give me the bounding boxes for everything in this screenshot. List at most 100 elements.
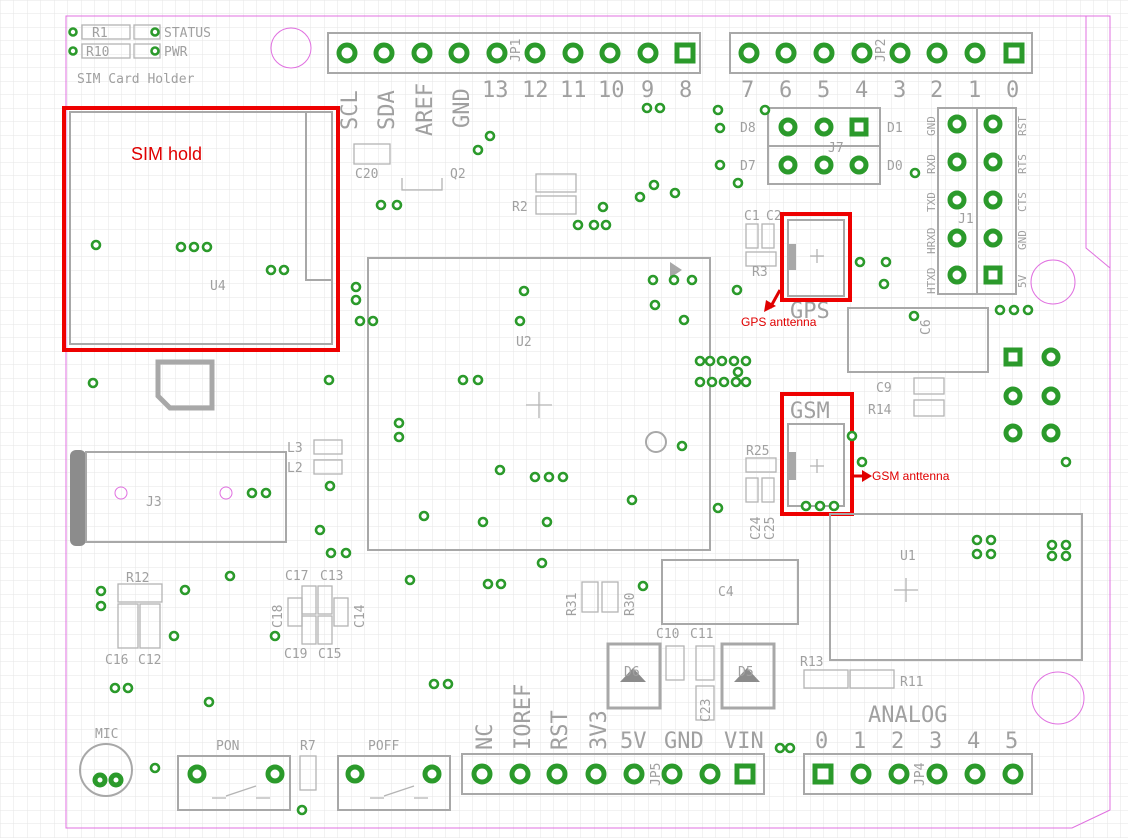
c23-label: C23 xyxy=(699,699,714,722)
gsm-highlight xyxy=(780,392,854,516)
poff-label: POFF xyxy=(368,739,399,754)
c6-label: C6 xyxy=(919,319,934,335)
r12-c16-c12: R12 C16 C12 xyxy=(105,571,163,668)
pin-a2-label: 2 xyxy=(891,729,904,754)
d5-label: D5 xyxy=(738,665,754,680)
pin-7-label: 7 xyxy=(741,78,754,103)
pin-13-label: 13 xyxy=(482,78,509,103)
c2-label: C2 xyxy=(766,209,782,224)
sim-hold-annotation: SIM hold xyxy=(131,144,202,164)
pin-0-label: 0 xyxy=(1006,78,1019,103)
r2-label: R2 xyxy=(512,200,528,215)
r14-label: R14 xyxy=(868,403,892,418)
pin-a5-label: 5 xyxy=(1005,729,1018,754)
pin-a1-label: 1 xyxy=(853,729,866,754)
gps-highlight xyxy=(780,212,852,302)
l3-label: L3 xyxy=(287,441,303,456)
pin-8-label: 8 xyxy=(679,78,692,103)
sim-notch xyxy=(155,359,215,411)
pin-6-label: 6 xyxy=(779,78,792,103)
u2-label: U2 xyxy=(516,335,532,350)
pin-12-label: 12 xyxy=(522,78,549,103)
c12-label: C12 xyxy=(138,653,161,668)
r12-label: R12 xyxy=(126,571,149,586)
poff-button-footprint: POFF xyxy=(337,739,451,811)
l2-label: L2 xyxy=(287,461,303,476)
r31-label: R31 xyxy=(565,593,580,616)
pin-3-label: 3 xyxy=(893,78,906,103)
c19-label: C19 xyxy=(284,647,307,662)
c6-c9-r14: C6 C9 R14 xyxy=(847,307,989,418)
c14-label: C14 xyxy=(353,604,368,628)
pin-3v3-label: 3V3 xyxy=(587,710,612,750)
j1-header: J1 GND RXD TXD HRXD HTXD RST RTS CTS GND… xyxy=(925,107,1029,295)
c11-label: C11 xyxy=(690,627,713,642)
icsp-label-5v: 5V xyxy=(1016,274,1029,288)
pin-2-label: 2 xyxy=(930,78,943,103)
r1-label: R1 xyxy=(92,26,108,41)
d1-label: D1 xyxy=(887,121,903,136)
j7-header: J7 D8 D7 D1 D0 xyxy=(740,107,903,185)
icsp-label-hrxd: HRXD xyxy=(925,228,938,255)
pin-gnd-label: GND xyxy=(450,88,475,128)
icsp-label-gnd-left: GND xyxy=(925,116,938,136)
u1-label: U1 xyxy=(900,549,916,564)
r31-r30-c4: R31 R30 C4 xyxy=(565,559,799,625)
gps-label: GPS xyxy=(790,299,830,324)
q2-label: Q2 xyxy=(450,167,466,182)
icsp-label-txd: TXD xyxy=(925,192,938,212)
icsp-label-rxd: RXD xyxy=(925,154,938,174)
icsp-label-gnd-right: GND xyxy=(1016,230,1029,250)
d8-label: D8 xyxy=(740,121,756,136)
icsp-label-htxd: HTXD xyxy=(925,268,938,295)
pin-nc-label: NC xyxy=(473,724,498,751)
r13-r11: R13 R11 xyxy=(800,655,923,690)
pon-label: PON xyxy=(216,739,239,754)
jp4-label: JP4 xyxy=(913,762,928,786)
pin-gnd-bottom-label: GND xyxy=(664,729,704,754)
header-jp5: JP5 NC IOREF RST 3V3 5V GND VIN xyxy=(461,684,765,795)
pin-ioref-label: IOREF xyxy=(511,684,536,750)
r10-label: R10 xyxy=(86,45,109,60)
icsp-label-rst: RST xyxy=(1016,116,1029,136)
c9-label: C9 xyxy=(876,381,892,396)
d6-d5-caps: D6 D5 C10 C11 C23 xyxy=(606,627,776,722)
pin-5-label: 5 xyxy=(817,78,830,103)
c1-label: C1 xyxy=(744,209,760,224)
status-label: STATUS xyxy=(164,26,211,41)
icsp-label-rts: RTS xyxy=(1016,154,1029,174)
r3-label: R3 xyxy=(752,265,768,280)
pin-a4-label: 4 xyxy=(967,729,980,754)
r7-label: R7 xyxy=(300,739,316,754)
jp5-label: JP5 xyxy=(649,763,664,786)
pin-vin-label: VIN xyxy=(724,729,764,754)
gsm-connector: GSM R25 C24 C25 xyxy=(745,399,845,540)
right-header xyxy=(1003,347,1061,443)
pin-a0-label: 0 xyxy=(815,729,828,754)
c20-label: C20 xyxy=(355,167,378,182)
c18-label: C18 xyxy=(271,605,286,628)
pin-5v-label: 5V xyxy=(620,729,647,754)
c17-label: C17 xyxy=(285,569,308,584)
jp2-label: JP2 xyxy=(874,39,889,62)
analog-title: ANALOG xyxy=(868,703,947,728)
c10-label: C10 xyxy=(656,627,679,642)
vias xyxy=(87,102,1072,816)
c25-label: C25 xyxy=(763,517,778,540)
u1-module: U1 xyxy=(829,513,1083,661)
sim-holder-footprint: U4 xyxy=(69,111,333,345)
sim-card-holder-label: SIM Card Holder xyxy=(77,72,195,87)
header-jp2: JP2 7 6 5 4 3 2 1 0 xyxy=(729,32,1033,103)
u4-label: U4 xyxy=(210,279,226,294)
c24-label: C24 xyxy=(749,516,764,540)
c13-label: C13 xyxy=(320,569,343,584)
pin-aref-label: AREF xyxy=(413,83,438,136)
r13-label: R13 xyxy=(800,655,823,670)
status-leds: R1 R10 STATUS PWR SIM Card Holder xyxy=(68,24,211,87)
d6-label: D6 xyxy=(624,665,640,680)
pin-4-label: 4 xyxy=(855,78,868,103)
r25-label: R25 xyxy=(746,444,769,459)
d0-label: D0 xyxy=(887,159,903,174)
jp1-pads xyxy=(336,42,696,64)
